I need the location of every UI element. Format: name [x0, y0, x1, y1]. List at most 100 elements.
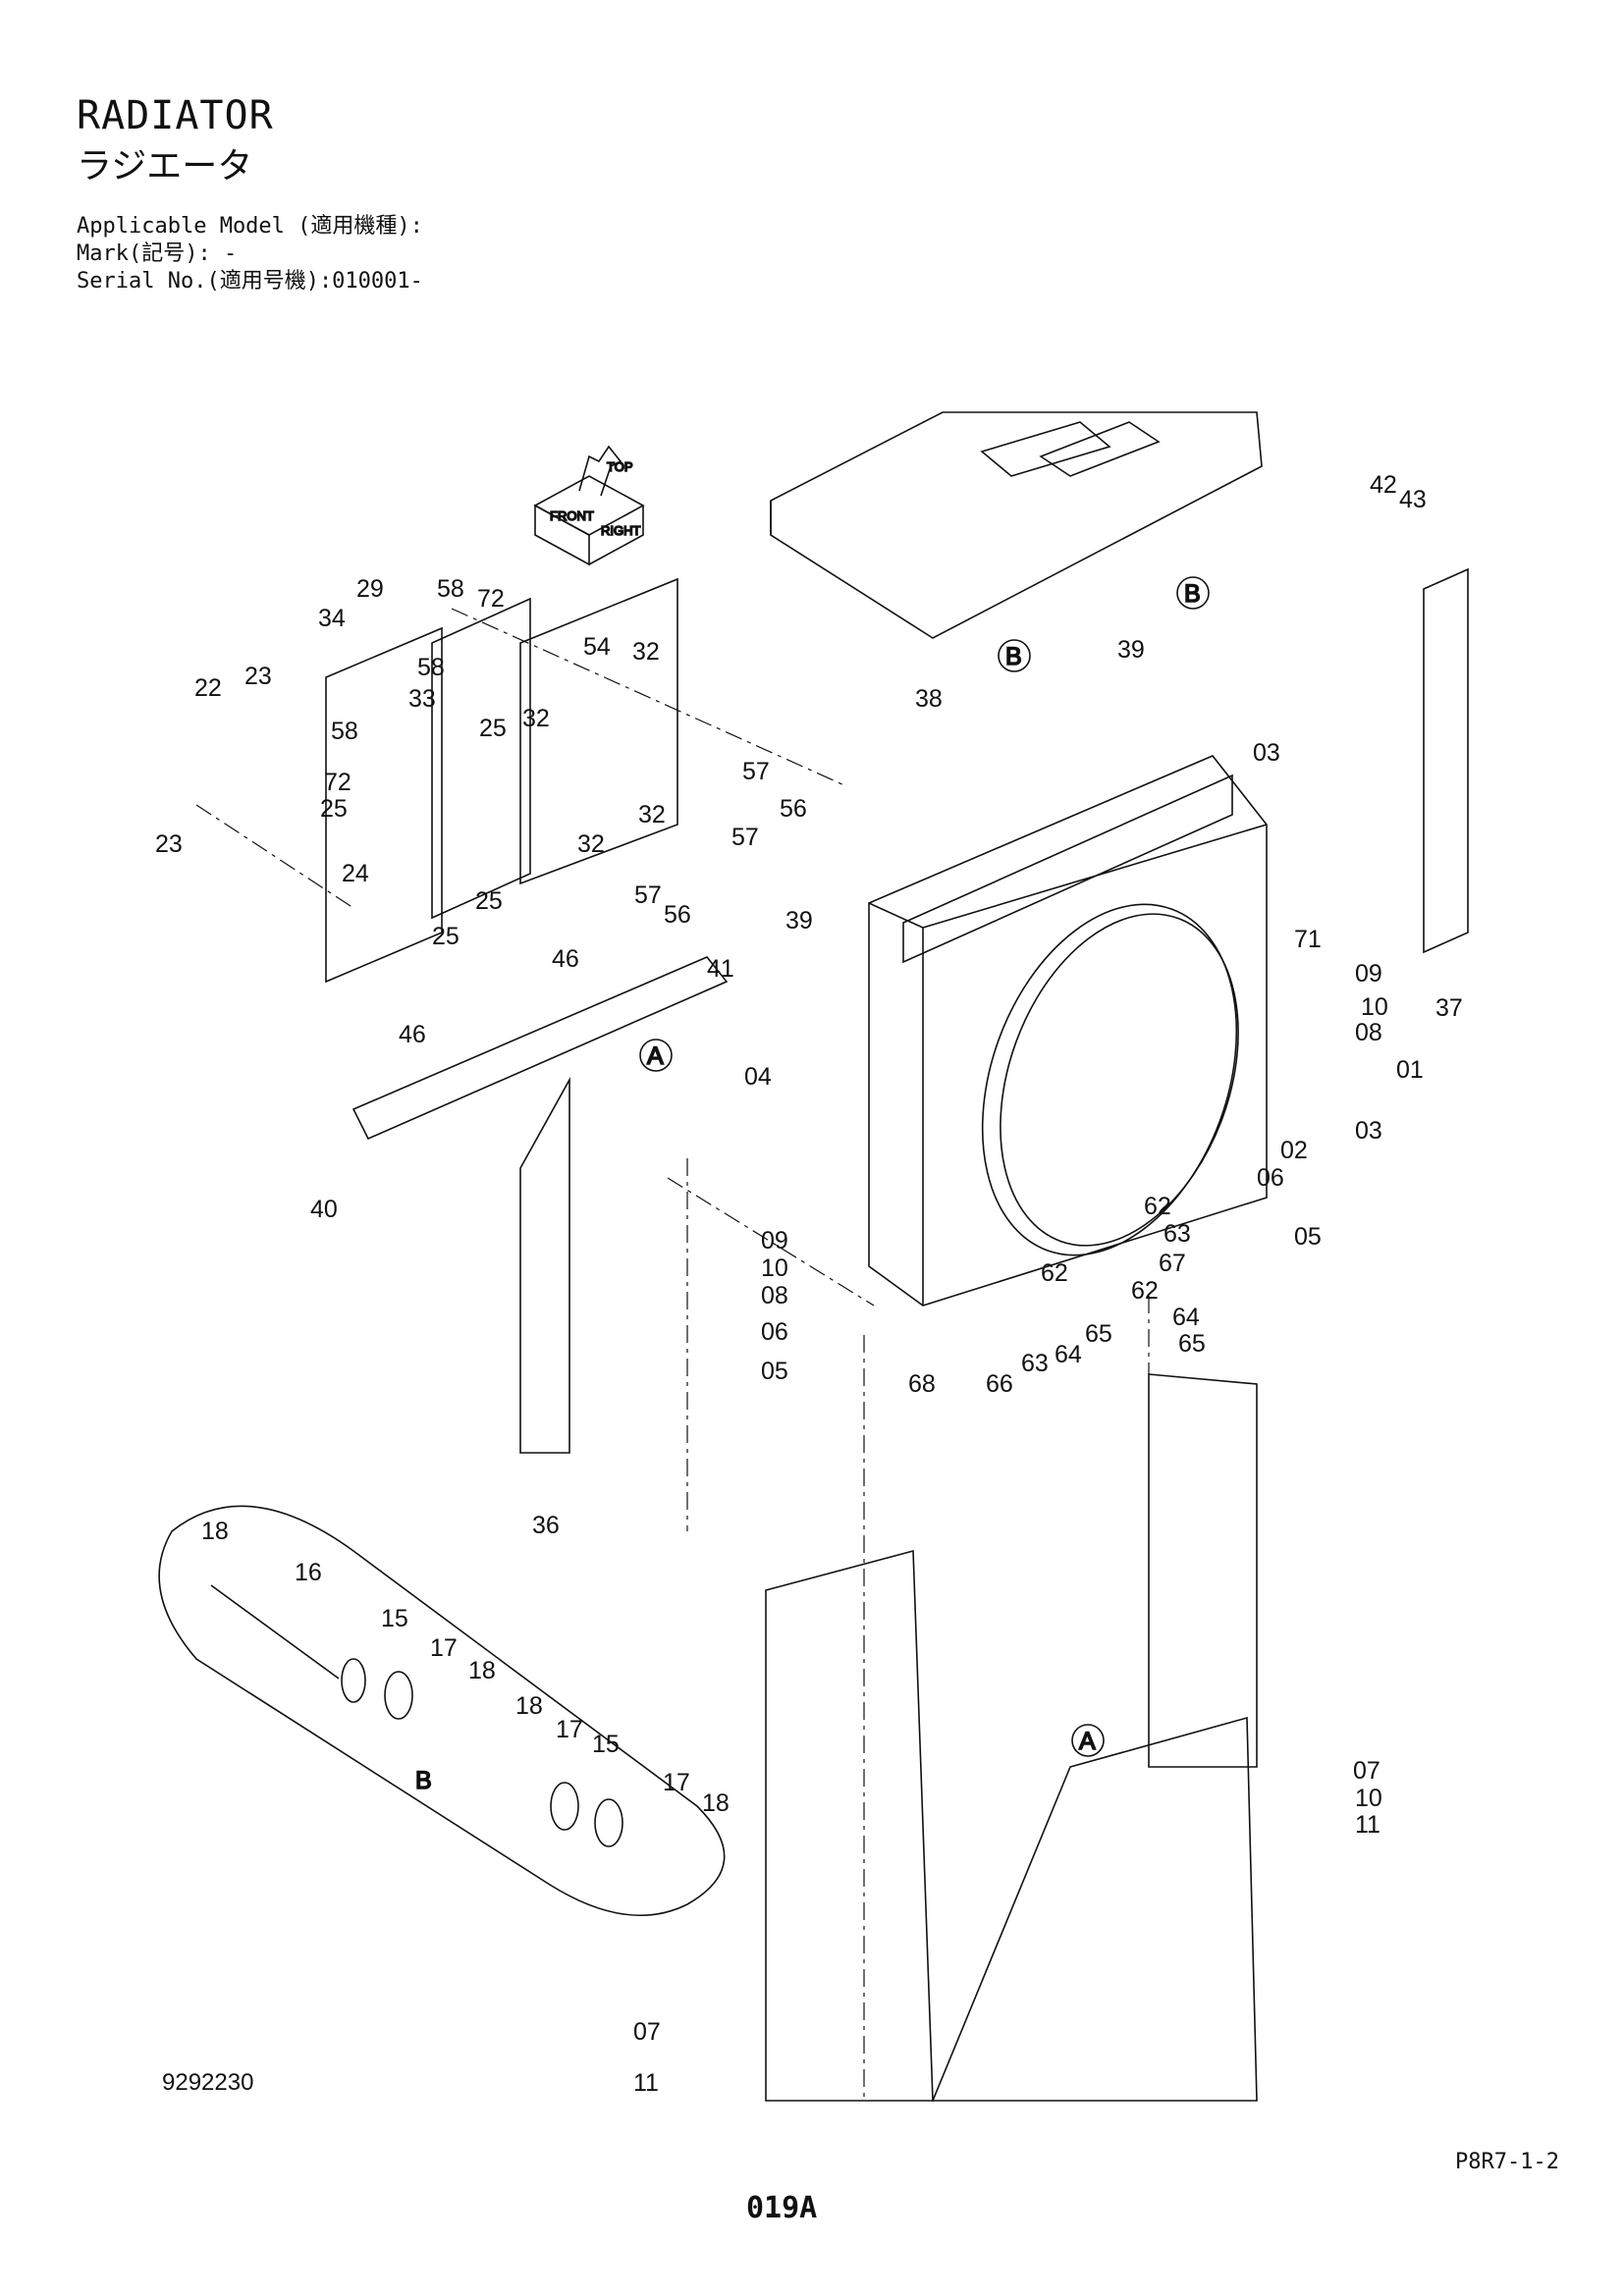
- part-label: 18: [201, 1518, 229, 1545]
- view-callouts: A A B B B: [414, 576, 1210, 1795]
- part-label: 57: [634, 881, 662, 909]
- part-label: 58: [437, 575, 464, 603]
- page-reference: P8R7-1-2: [1455, 2150, 1559, 2174]
- part-label: 11: [1355, 1811, 1380, 1839]
- part-label: 06: [761, 1318, 788, 1346]
- part-label: 65: [1085, 1320, 1112, 1348]
- part-label: 09: [1355, 960, 1382, 988]
- part-label: 08: [761, 1282, 788, 1309]
- mark: Mark(記号): -: [77, 241, 238, 266]
- part-label: 57: [742, 758, 770, 785]
- orientation-indicator: FRONT RIGHT TOP: [533, 445, 645, 566]
- part-label: 04: [744, 1063, 772, 1091]
- part-label: 16: [295, 1559, 322, 1586]
- part-label: 09: [761, 1227, 788, 1255]
- top-cover: [770, 411, 1263, 639]
- callout-a-target: A: [1079, 1728, 1096, 1755]
- part-label: 64: [1055, 1341, 1082, 1368]
- part-label: 68: [908, 1370, 936, 1398]
- part-label: 33: [408, 685, 436, 713]
- part-label: 72: [477, 585, 505, 613]
- part-label: 58: [331, 718, 358, 745]
- part-label: 32: [638, 801, 666, 828]
- callout-b: B: [1005, 643, 1022, 670]
- part-labels: 01 02 03 03 04 05 05 06 06 07 07 08 08 0…: [155, 471, 1463, 2097]
- part-label: 07: [1353, 1757, 1380, 1785]
- part-label: 41: [707, 955, 734, 983]
- part-label: 39: [785, 907, 813, 934]
- part-label: 17: [663, 1769, 690, 1796]
- part-label: 65: [1178, 1330, 1206, 1358]
- part-label: 56: [780, 795, 807, 823]
- callout-a: A: [647, 1042, 664, 1070]
- part-label: 25: [475, 887, 503, 915]
- part-label: 62: [1131, 1277, 1159, 1305]
- drawing-number: 9292230: [162, 2069, 254, 2096]
- part-label: 66: [986, 1370, 1013, 1398]
- serial-number: Serial No.(適用号機):010001-: [77, 269, 423, 294]
- orientation-right: RIGHT: [601, 523, 641, 538]
- part-label: 18: [702, 1789, 730, 1817]
- part-label: 23: [155, 830, 183, 858]
- applicable-model: Applicable Model (適用機種):: [77, 214, 423, 239]
- part-label: 46: [552, 945, 579, 973]
- part-label: 24: [342, 860, 369, 887]
- radiator-core: [868, 755, 1268, 1307]
- part-label: 15: [381, 1605, 408, 1632]
- part-label: 22: [194, 674, 222, 702]
- part-label: 67: [1159, 1250, 1186, 1277]
- detail-b: [158, 1505, 726, 1917]
- part-label: 10: [1361, 993, 1388, 1021]
- part-label: 10: [1355, 1785, 1382, 1812]
- part-label: 58: [417, 654, 445, 681]
- part-label: 64: [1172, 1304, 1200, 1331]
- part-label: 32: [522, 705, 550, 732]
- part-label: 39: [1117, 636, 1145, 664]
- part-label: 63: [1164, 1220, 1191, 1248]
- part-label: 10: [761, 1255, 788, 1282]
- part-label: 32: [577, 830, 605, 858]
- part-label: 03: [1355, 1117, 1382, 1145]
- leader-lines: [195, 608, 1150, 2101]
- page-title-japanese: ラジエータ: [77, 146, 253, 187]
- part-label: 15: [592, 1731, 620, 1758]
- part-label: 56: [664, 901, 691, 929]
- part-label: 17: [430, 1634, 458, 1662]
- part-label: 72: [324, 769, 352, 796]
- part-label: 46: [399, 1021, 426, 1048]
- part-label: 32: [632, 638, 660, 666]
- part-label: 06: [1257, 1164, 1284, 1192]
- part-label: 54: [583, 633, 611, 661]
- part-label: 29: [356, 575, 384, 603]
- part-label: 11: [633, 2069, 659, 2097]
- part-label: 63: [1021, 1350, 1049, 1377]
- part-label: 18: [468, 1657, 496, 1684]
- part-label: 57: [731, 824, 759, 851]
- part-label: 34: [318, 605, 346, 632]
- page-title: RADIATOR: [77, 93, 274, 138]
- part-label: 40: [310, 1196, 338, 1223]
- part-label: 38: [915, 685, 943, 713]
- part-label: 05: [761, 1358, 788, 1385]
- part-label: 25: [479, 715, 507, 742]
- part-label: 17: [556, 1716, 583, 1743]
- part-label: 37: [1435, 994, 1463, 1022]
- part-label: 25: [320, 795, 348, 823]
- part-label: 25: [432, 923, 460, 950]
- part-label: 03: [1253, 739, 1280, 767]
- page-number: 019A: [746, 2191, 818, 2225]
- part-label: 02: [1280, 1137, 1308, 1164]
- part-label: 71: [1294, 926, 1322, 953]
- part-label: 07: [633, 2018, 661, 2046]
- orientation-front: FRONT: [550, 508, 594, 523]
- part-label: 08: [1355, 1019, 1382, 1046]
- part-label: 01: [1396, 1056, 1424, 1084]
- callout-b-2: B: [1184, 580, 1201, 608]
- detail-b-label: B: [415, 1767, 432, 1794]
- part-label: 36: [532, 1512, 560, 1539]
- part-label: 05: [1294, 1223, 1322, 1251]
- part-label: 23: [244, 663, 272, 690]
- orientation-top: TOP: [607, 459, 633, 474]
- frame-pieces: [325, 567, 1469, 2102]
